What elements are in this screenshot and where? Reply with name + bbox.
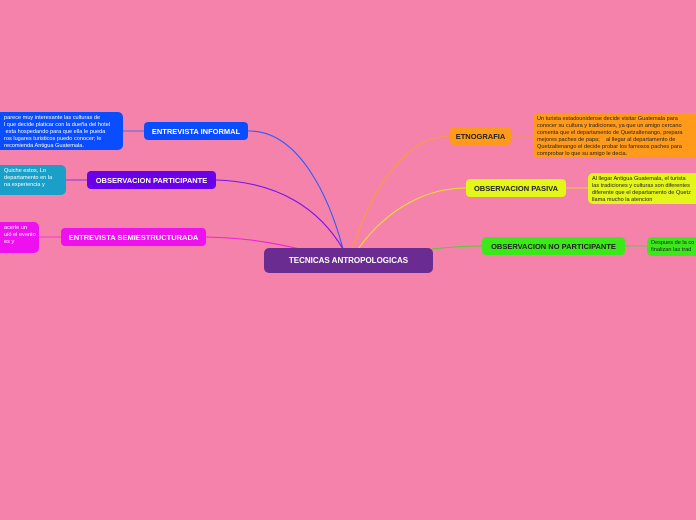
topic-observacion-participante[interactable]: OBSERVACION PARTICIPANTE (87, 171, 216, 189)
topic-etnografia[interactable]: ETNOGRAFIA (450, 127, 511, 145)
topic-entrevista-semiestructurada[interactable]: ENTREVISTA SEMIESTRUCTURADA (61, 228, 206, 246)
central-topic[interactable]: TECNICAS ANTROPOLOGICAS (264, 248, 433, 273)
connector-etnografia (351, 135, 451, 250)
topic-etnografia-label: ETNOGRAFIA (455, 131, 506, 141)
topic-observacion-pasiva[interactable]: OBSERVACION PASIVA (466, 179, 566, 197)
topic-observacion-pasiva-label: OBSERVACION PASIVA (473, 183, 559, 193)
connector-observacion-participante (215, 179, 344, 250)
topic-observacion-no-participante[interactable]: OBSERVACION NO PARTICIPANTE (482, 237, 625, 255)
note-observacion-no-participante[interactable]: Despues de la co finalizan las trad (647, 237, 696, 256)
topic-entrevista-informal[interactable]: ENTREVISTA INFORMAL (144, 122, 248, 140)
connector-observacion-pasiva (357, 187, 467, 250)
topic-observacion-no-participante-label: OBSERVACION NO PARTICIPANTE (491, 241, 616, 251)
topic-entrevista-semiestructurada-label: ENTREVISTA SEMIESTRUCTURADA (68, 232, 199, 242)
central-topic-label: TECNICAS ANTROPOLOGICAS (288, 256, 409, 265)
note-etnografia[interactable]: Un turista estadounidense decide visitar… (533, 113, 696, 158)
note-observacion-pasiva-text: Al llegar Antigua Guatemala, el turista … (592, 176, 691, 203)
note-observacion-no-participante-text: Despues de la co finalizan las trad (651, 240, 695, 253)
connector-observacion-no-participante (431, 245, 483, 250)
note-etnografia-text: Un turista estadounidense decide visitar… (537, 116, 683, 157)
note-entrevista-informal[interactable]: parece muy interesante las culturas de l… (0, 112, 123, 150)
connector-entrevista-informal (247, 130, 344, 250)
topic-observacion-participante-label: OBSERVACION PARTICIPANTE (95, 175, 208, 185)
note-entrevista-semiestructurada-text: acerle un uió el evento es y (4, 225, 36, 245)
connector-entrevista-semiestructurada (205, 236, 301, 250)
note-observacion-pasiva[interactable]: Al llegar Antigua Guatemala, el turista … (588, 173, 696, 204)
note-observacion-participante-text: Quiche estos, Lo departamento en la na e… (4, 168, 53, 188)
note-observacion-participante[interactable]: Quiche estos, Lo departamento en la na e… (0, 165, 66, 195)
note-entrevista-informal-text: parece muy interesante las culturas de l… (4, 115, 111, 149)
note-entrevista-semiestructurada[interactable]: acerle un uió el evento es y (0, 222, 39, 253)
topic-entrevista-informal-label: ENTREVISTA INFORMAL (151, 126, 241, 136)
